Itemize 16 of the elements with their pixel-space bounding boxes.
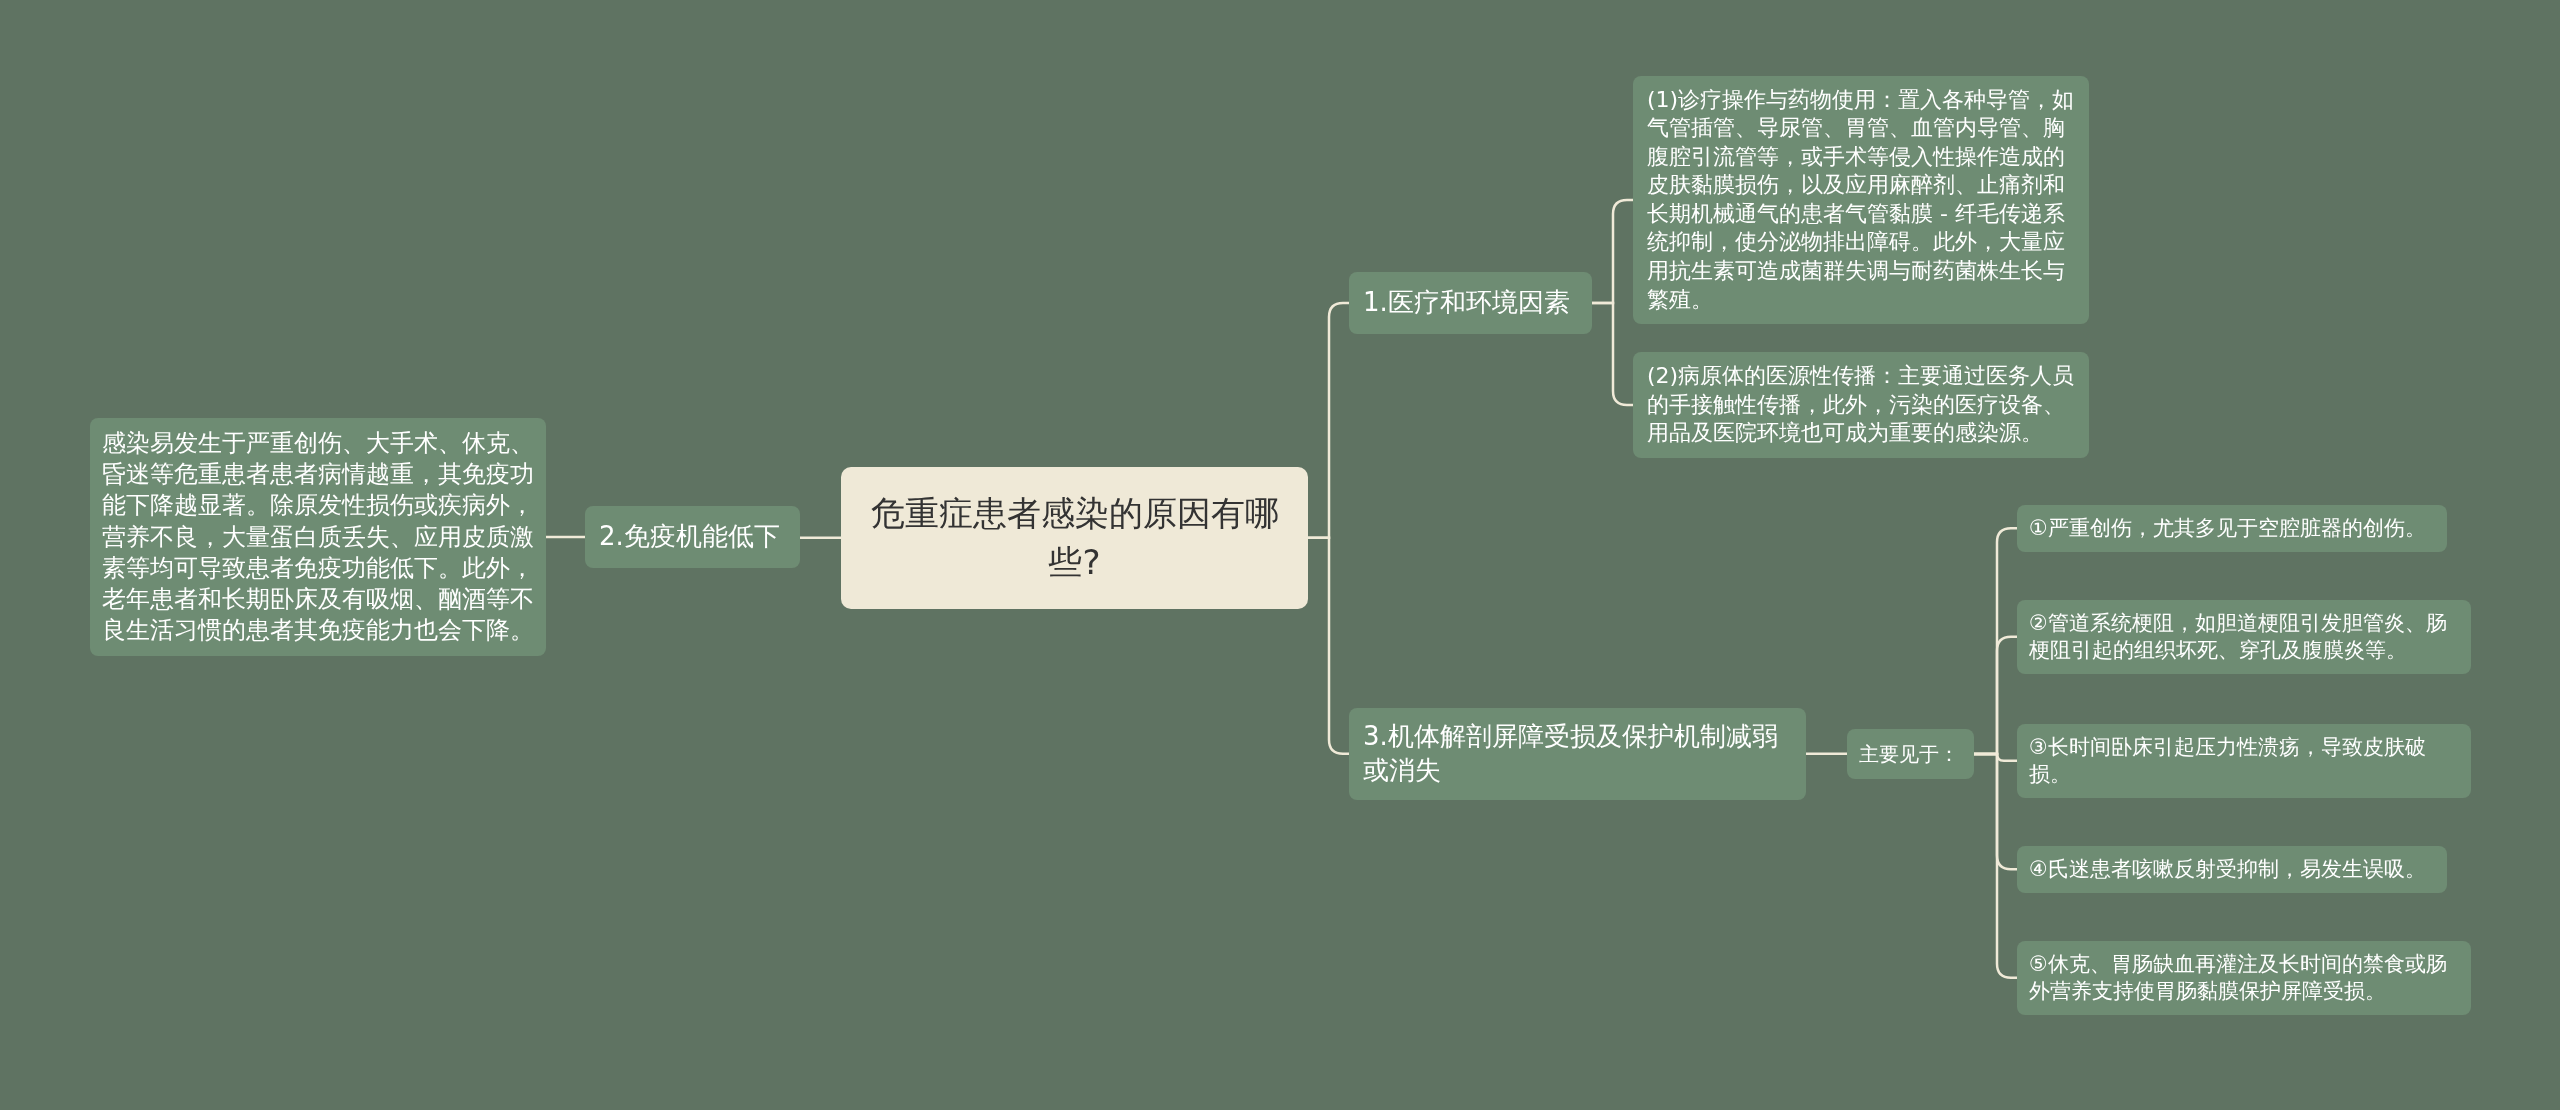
branch-topic-box: 3.机体解剖屏障受损及保护机制减弱或消失 [1349,708,1806,800]
connector-line [546,535,585,539]
detail-note-box: ②管道系统梗阻，如胆道梗阻引发胆管炎、肠梗阻引起的组织坏死、穿孔及腹膜炎等。 [2017,599,2471,675]
detail-note-box: ④氏迷患者咳嗽反射受抑制，易发生误吸。 [2017,845,2447,893]
connector-line [1806,752,1847,756]
connector-line [800,536,841,540]
root-topic-box: 危重症患者感染的原因有哪些? [841,466,1308,610]
branch-topic-box: 1.医疗和环境因素 [1349,272,1592,334]
detail-note-box: ⑤休克、胃肠缺血再灌注及长时间的禁食或肠外营养支持使胃肠黏膜保护屏障受损。 [2017,940,2471,1016]
detail-note-box: (2)病原体的医源性传播：主要通过医务人员的手接触性传播，此外，污染的医疗设备、用品及医院环境也可成为重要的感染源。 [1633,352,2089,458]
detail-note-box: (1)诊疗操作与药物使用：置入各种导管，如气管插管、导尿管、胃管、血管内导管、胸腹腔引流管等，或手术等侵入性操作造成的皮肤黏膜损伤，以及应用麻醉剂、止痛剂和长期机械通气的患者气管黏膜 - 纤毛传递系统抑制，使分泌物排出障碍。此外，大量应用抗生素可造成菌群失调与耐药菌株生长与繁殖。 [1633,75,2089,325]
subtopic-box: 主要见于： [1847,729,1974,779]
detail-note-box: 感染易发生于严重创伤、大手术、休克、昏迷等危重患者患者病情越重，其免疫功能下降越显著。除原发性损伤或疾病外，营养不良，大量蛋白质丢失、应用皮质激素等均可导致患者免疫功能低下。此外，老年患者和长期卧床及有吸烟、酗酒等不良生活习惯的患者其免疫能力也会下降。 [90,418,546,657]
branch-topic-box: 2.免疫机能低下 [585,506,800,568]
detail-note-box: ①严重创伤，尤其多见于空腔脏器的创伤。 [2017,504,2447,552]
detail-note-box: ③长时间卧床引起压力性溃疡，导致皮肤破损。 [2017,723,2471,799]
